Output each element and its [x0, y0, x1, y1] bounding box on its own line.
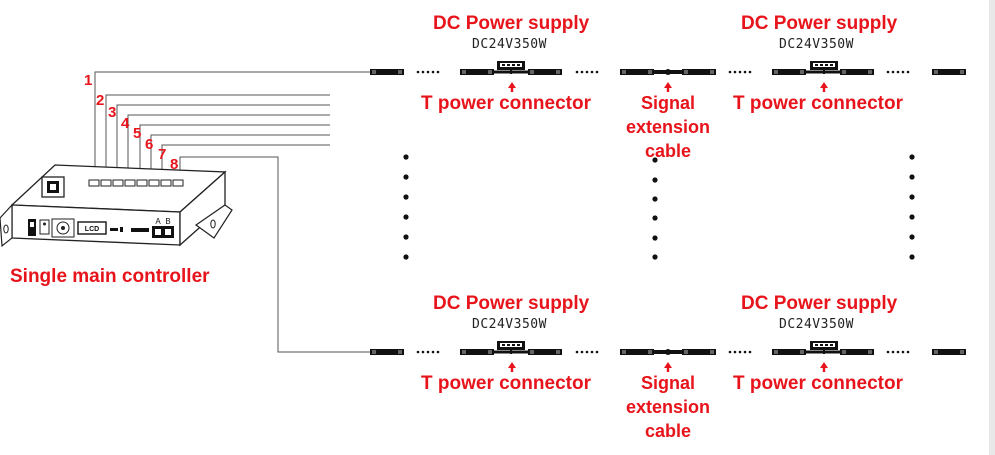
output-number-6: 6 [145, 136, 154, 153]
output-number-5: 5 [133, 125, 142, 142]
t-connector-label: T power connector [733, 93, 903, 114]
signal-cable-label-bottom: Signal extension cable [618, 371, 718, 443]
signal-cable-line2: extension [625, 117, 711, 137]
output-number-7: 7 [158, 146, 167, 163]
power-supply-spec: DC24V350W [779, 317, 854, 332]
power-supply-title: DC Power supply [741, 13, 898, 34]
controller-title: Single main controller [10, 266, 210, 287]
power-supply-title: DC Power supply [433, 13, 590, 34]
lcd-text: LCD [85, 226, 99, 233]
power-supply-title: DC Power supply [741, 293, 898, 314]
signal-cable-line2: extension [625, 397, 711, 417]
output-number-1: 1 [84, 72, 93, 89]
signal-cable-label-top: Signal extension cable [618, 91, 718, 163]
t-connector-label: T power connector [733, 373, 903, 394]
power-supply-spec: DC24V350W [472, 317, 547, 332]
output-wires [94, 71, 370, 353]
output-number-8: 8 [170, 156, 179, 173]
port-a-label: A [155, 217, 161, 226]
scrollbar-track [989, 0, 995, 455]
power-supply-title: DC Power supply [433, 293, 590, 314]
bottom-strip-row [370, 340, 966, 372]
power-supply-spec: DC24V350W [779, 37, 854, 52]
signal-cable-line1: Signal [640, 93, 695, 113]
vertical-ellipsis [403, 154, 915, 260]
top-strip-row [370, 60, 966, 92]
signal-cable-line1: Signal [640, 373, 695, 393]
port-b-label: B [165, 217, 170, 226]
main-controller: LCD A B [0, 164, 233, 248]
signal-cable-line3: cable [644, 421, 692, 441]
output-number-4: 4 [121, 115, 130, 132]
t-connector-label: T power connector [421, 93, 591, 114]
output-number-3: 3 [108, 104, 117, 121]
output-number-2: 2 [96, 92, 105, 109]
signal-cable-line3: cable [644, 141, 692, 161]
power-supply-spec: DC24V350W [472, 37, 547, 52]
t-connector-label: T power connector [421, 373, 591, 394]
